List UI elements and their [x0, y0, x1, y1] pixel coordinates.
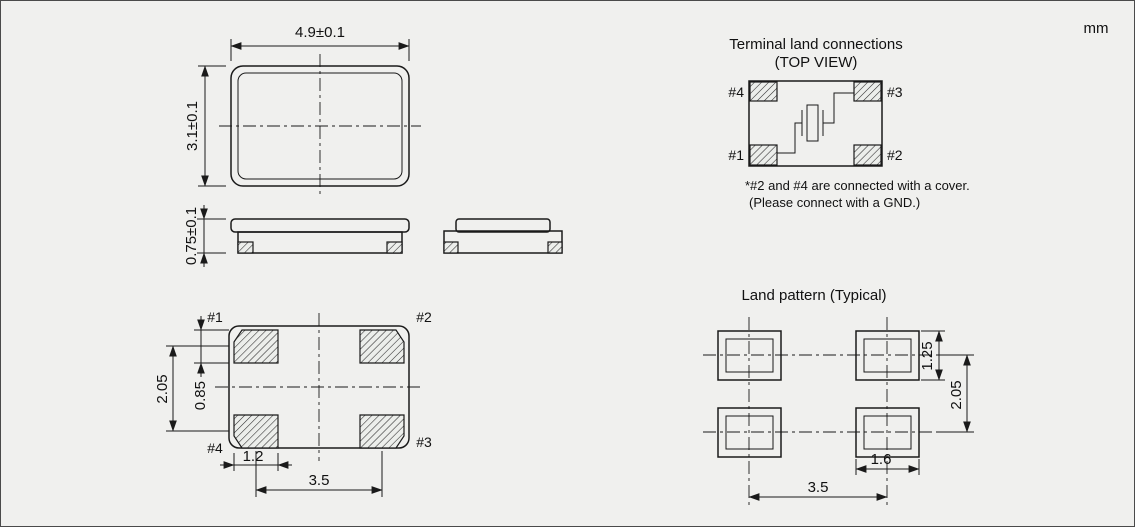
terminal-pad-3 — [853, 81, 882, 102]
bottom-pad-3 — [359, 414, 405, 449]
lid-profile — [230, 218, 410, 233]
dim-package-height: 3.1±0.1 — [184, 101, 201, 151]
unit-label: mm — [1084, 20, 1109, 37]
dim-package-width: 4.9±0.1 — [295, 24, 345, 41]
terminal-body-outline — [748, 80, 883, 167]
side-pad-left — [237, 241, 254, 254]
terminal-land-connections: Terminal land connections (TOP VIEW) #4 … — [728, 36, 969, 210]
dim-land-pitch-horizontal: 3.5 — [808, 479, 829, 496]
dim-bottom-pitch-horizontal: 3.5 — [309, 472, 330, 489]
dim-bottom-pad-width: 1.2 — [243, 448, 264, 465]
land-pad-top-left — [717, 330, 782, 381]
end-lid-profile — [455, 218, 551, 233]
side-view-end-drawing — [443, 218, 563, 254]
terminal-pad-2 — [853, 144, 882, 166]
terminal-pin4-label: #4 — [728, 84, 744, 100]
end-pad-left — [443, 241, 459, 254]
end-base-profile — [443, 230, 563, 254]
dim-land-pad-height: 1.25 — [919, 341, 936, 370]
land-inner-top-right — [863, 338, 912, 373]
land-pad-bottom-right — [855, 407, 920, 458]
end-pad-right — [547, 241, 563, 254]
dim-land-pad-width: 1.6 — [871, 451, 892, 468]
terminal-pin1-label: #1 — [728, 147, 744, 163]
land-inner-top-left — [725, 338, 774, 373]
dim-land-pitch-vertical: 2.05 — [948, 380, 965, 409]
terminal-pad-4 — [749, 81, 778, 102]
bottom-pad-2 — [359, 329, 405, 364]
bottom-pin1-label: #1 — [207, 309, 223, 325]
bottom-pin2-label: #2 — [416, 309, 432, 325]
land-pattern-title: Land pattern (Typical) — [741, 287, 886, 304]
bottom-pin3-label: #3 — [416, 434, 432, 450]
bottom-pin4-label: #4 — [207, 440, 223, 456]
terminal-pin2-label: #2 — [887, 147, 903, 163]
land-pad-bottom-left — [717, 407, 782, 458]
land-pad-top-right — [855, 330, 920, 381]
terminal-note-gnd: (Please connect with a GND.) — [749, 195, 920, 210]
base-profile — [237, 231, 403, 254]
terminal-note-cover: *#2 and #4 are connected with a cover. — [745, 178, 970, 193]
dim-bottom-pitch-vertical: 2.05 — [154, 374, 171, 403]
dim-bottom-pad-height: 0.85 — [192, 381, 209, 410]
land-pattern-drawing: Land pattern (Typical) 1.25 2.05 1.6 3.5 — [703, 287, 974, 506]
terminal-title: Terminal land connections — [729, 36, 902, 53]
top-view-drawing: 4.9±0.1 3.1±0.1 — [184, 24, 421, 198]
land-inner-bottom-right — [863, 415, 912, 450]
side-pad-right — [386, 241, 403, 254]
terminal-pin3-label: #3 — [887, 84, 903, 100]
bottom-pad-1 — [233, 329, 279, 364]
crystal-symbol — [777, 92, 854, 154]
bottom-view-drawing: #1 #2 #4 #3 0.85 2.05 1.2 3.5 — [154, 309, 432, 497]
terminal-pad-1 — [749, 144, 778, 166]
dim-package-thickness: 0.75±0.1 — [183, 207, 200, 265]
land-inner-bottom-left — [725, 415, 774, 450]
bottom-pad-4 — [233, 414, 279, 449]
terminal-subtitle: (TOP VIEW) — [775, 54, 858, 71]
side-view-front-drawing: 0.75±0.1 — [183, 205, 410, 267]
